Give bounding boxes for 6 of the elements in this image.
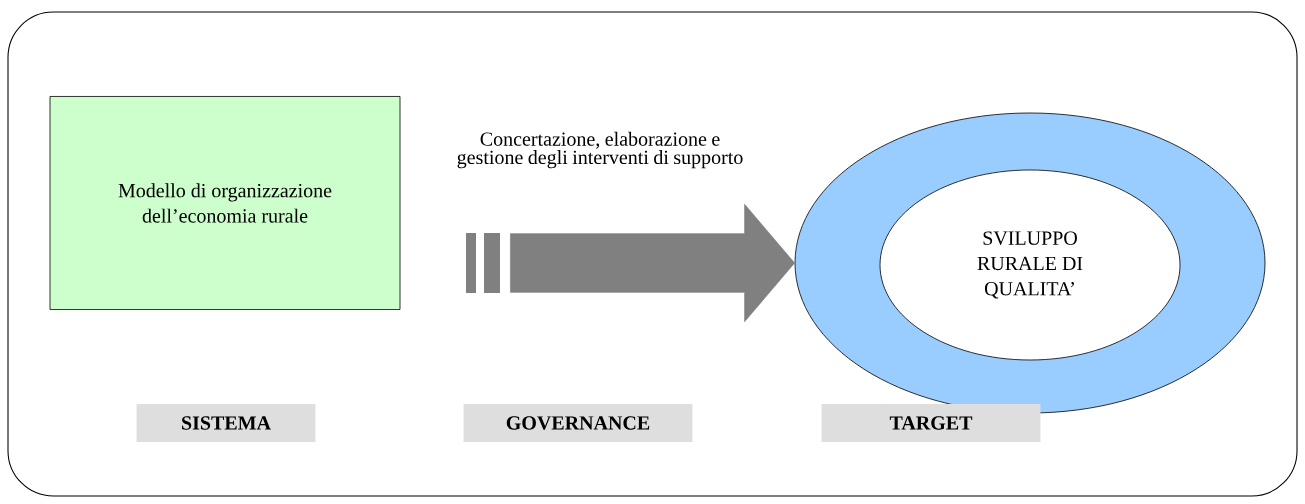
label-box: GOVERNANCE bbox=[463, 404, 693, 442]
edge-label: Concertazione, elaborazione e gestione degli interventi di supporto bbox=[457, 131, 743, 169]
label-box: TARGET bbox=[821, 404, 1041, 442]
label-box: SISTEMA bbox=[136, 404, 316, 442]
block-arrow bbox=[466, 204, 795, 322]
text-box: Modello di organizzazione dell’economia rurale bbox=[49, 96, 401, 310]
